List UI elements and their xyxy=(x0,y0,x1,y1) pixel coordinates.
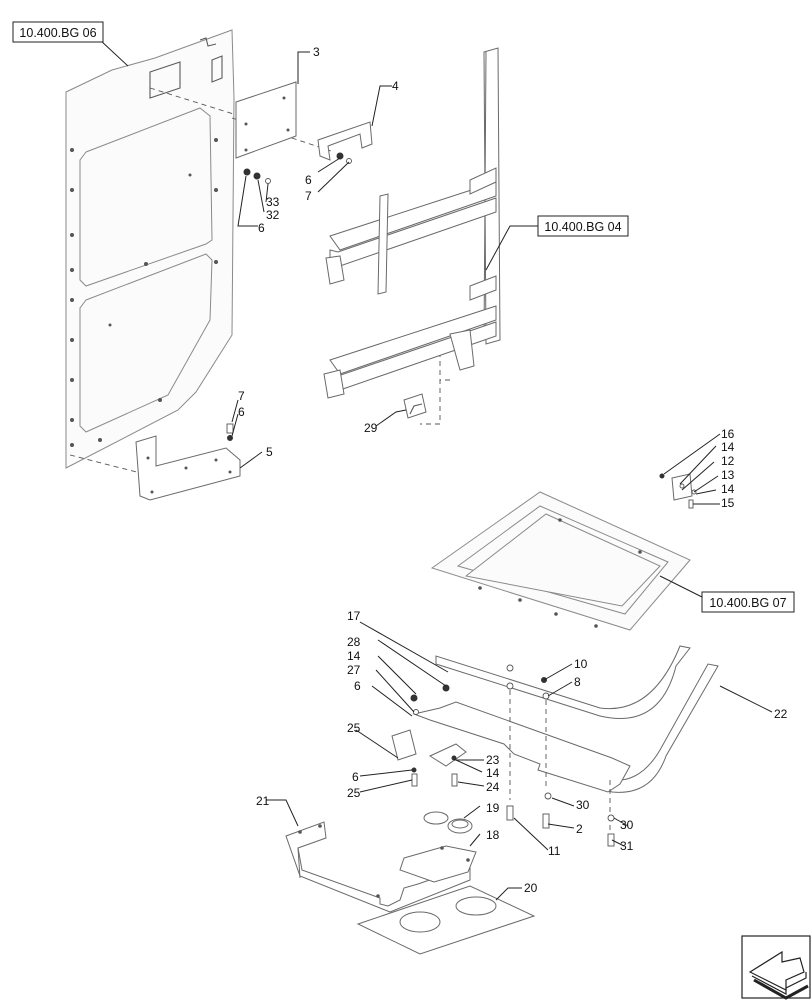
part-4-handle xyxy=(317,121,373,161)
callout-23: 23 xyxy=(486,753,500,767)
callout-22: 22 xyxy=(774,707,788,721)
bolts xyxy=(411,755,615,847)
reference-bg06[interactable]: 10.400.BG 06 xyxy=(12,21,104,43)
reference-label: 10.400.BG 06 xyxy=(19,26,96,40)
callout-16: 16 xyxy=(721,427,735,441)
reference-bg07[interactable]: 10.400.BG 07 xyxy=(701,591,795,613)
part-5-bracket xyxy=(135,423,241,501)
part-20-plate xyxy=(356,885,536,955)
part-19-grommets xyxy=(423,811,473,834)
callout-18: 18 xyxy=(486,828,500,842)
callout-30: 30 xyxy=(576,798,590,812)
callout-24: 24 xyxy=(486,780,500,794)
callout-21: 21 xyxy=(256,794,270,808)
reference-label: 10.400.BG 07 xyxy=(709,596,786,610)
callout-2: 2 xyxy=(576,822,583,836)
leader-lines xyxy=(99,39,773,901)
callout-6: 6 xyxy=(238,405,245,419)
callout-15: 15 xyxy=(721,496,735,510)
callout-25: 25 xyxy=(347,786,361,800)
callout-11: 11 xyxy=(548,844,561,858)
callout-6: 6 xyxy=(258,221,265,235)
callout-27: 27 xyxy=(347,663,361,677)
part-3-plate xyxy=(235,81,297,159)
reference-bg04[interactable]: 10.400.BG 04 xyxy=(537,215,629,237)
callout-33: 33 xyxy=(266,195,280,209)
support-bracket xyxy=(391,664,631,793)
part-29-bracket xyxy=(403,393,427,419)
fasteners-6-7-33-32 xyxy=(243,152,352,184)
callout-13: 13 xyxy=(721,468,735,482)
callout-14: 14 xyxy=(721,482,735,496)
callout-6: 6 xyxy=(352,770,359,784)
cab-side-panel xyxy=(65,29,235,469)
callout-6: 6 xyxy=(354,679,361,693)
callout-14: 14 xyxy=(721,440,735,454)
callout-3: 3 xyxy=(313,45,320,59)
callouts: 3 4 6 7 33 32 6 7 6 5 29 16 14 12 13 14 … xyxy=(238,45,788,895)
callout-31: 31 xyxy=(620,839,634,853)
cab-frame-structure xyxy=(323,47,501,399)
callout-32: 32 xyxy=(266,208,280,222)
reference-label: 10.400.BG 04 xyxy=(544,220,621,234)
callout-20: 20 xyxy=(524,881,538,895)
callout-4: 4 xyxy=(392,79,399,93)
callout-10: 10 xyxy=(574,657,588,671)
callout-14: 14 xyxy=(486,766,500,780)
callout-5: 5 xyxy=(266,445,273,459)
part-21-bracket xyxy=(285,821,477,913)
hinge-assembly xyxy=(659,473,697,509)
part-17-rail xyxy=(435,645,691,720)
callout-8: 8 xyxy=(574,675,581,689)
callout-29: 29 xyxy=(364,421,378,435)
callout-28: 28 xyxy=(347,635,361,649)
callout-17: 17 xyxy=(347,609,361,623)
callout-7: 7 xyxy=(238,389,245,403)
callout-25: 25 xyxy=(347,721,361,735)
callout-14: 14 xyxy=(347,649,361,663)
callout-7: 7 xyxy=(305,189,312,203)
callout-30: 30 xyxy=(620,818,634,832)
callout-6: 6 xyxy=(305,173,312,187)
callout-12: 12 xyxy=(721,454,735,468)
callout-19: 19 xyxy=(486,801,500,815)
next-page-arrow-icon[interactable] xyxy=(741,935,811,1000)
roof-hatch-frame xyxy=(430,491,691,631)
